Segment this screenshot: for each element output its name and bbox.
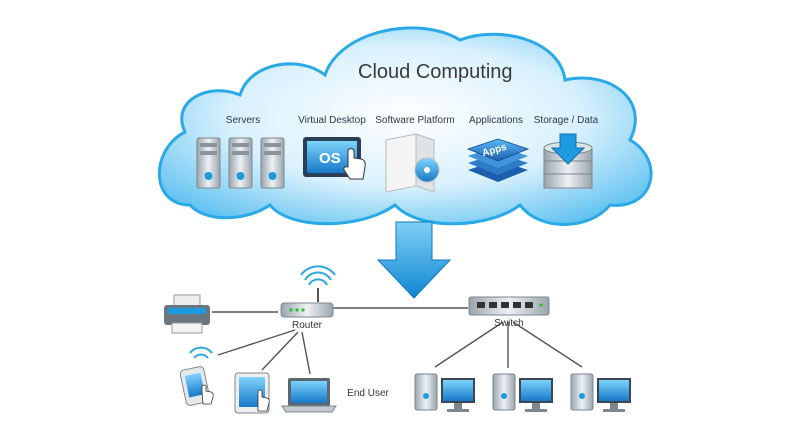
laptop-icon	[281, 378, 337, 413]
printer-icon	[164, 294, 210, 334]
switch-icon	[468, 296, 550, 316]
router-label: Router	[291, 320, 323, 331]
cloud-shape	[157, 26, 653, 226]
os-label: OS	[319, 150, 341, 167]
category-label-servers: Servers	[225, 115, 261, 126]
category-label-storage-data: Storage / Data	[533, 115, 599, 126]
switch-label: Switch	[494, 318, 524, 329]
network-links	[212, 307, 583, 375]
virtual-desktop-icon	[303, 137, 366, 180]
desktop-computer-icon	[492, 373, 553, 412]
storage-database-icon	[543, 133, 593, 189]
apps-stack-icon	[466, 138, 530, 182]
server-rack-icon	[196, 137, 285, 189]
category-label-software-platform: Software Platform	[375, 115, 455, 126]
desktop-computer-icon	[414, 373, 475, 412]
download-arrow	[376, 221, 452, 299]
category-label-applications: Applications	[469, 115, 523, 126]
category-label-virtual-desktop: Virtual Desktop	[298, 115, 366, 126]
desktop-computer-icon	[570, 373, 631, 412]
diagram-title: Cloud Computing	[358, 61, 513, 83]
router-icon	[280, 265, 336, 318]
smartphone-icon	[179, 346, 214, 406]
software-box-icon	[385, 133, 440, 193]
tablet-icon	[234, 372, 270, 414]
end-user-label: End User	[347, 388, 389, 399]
